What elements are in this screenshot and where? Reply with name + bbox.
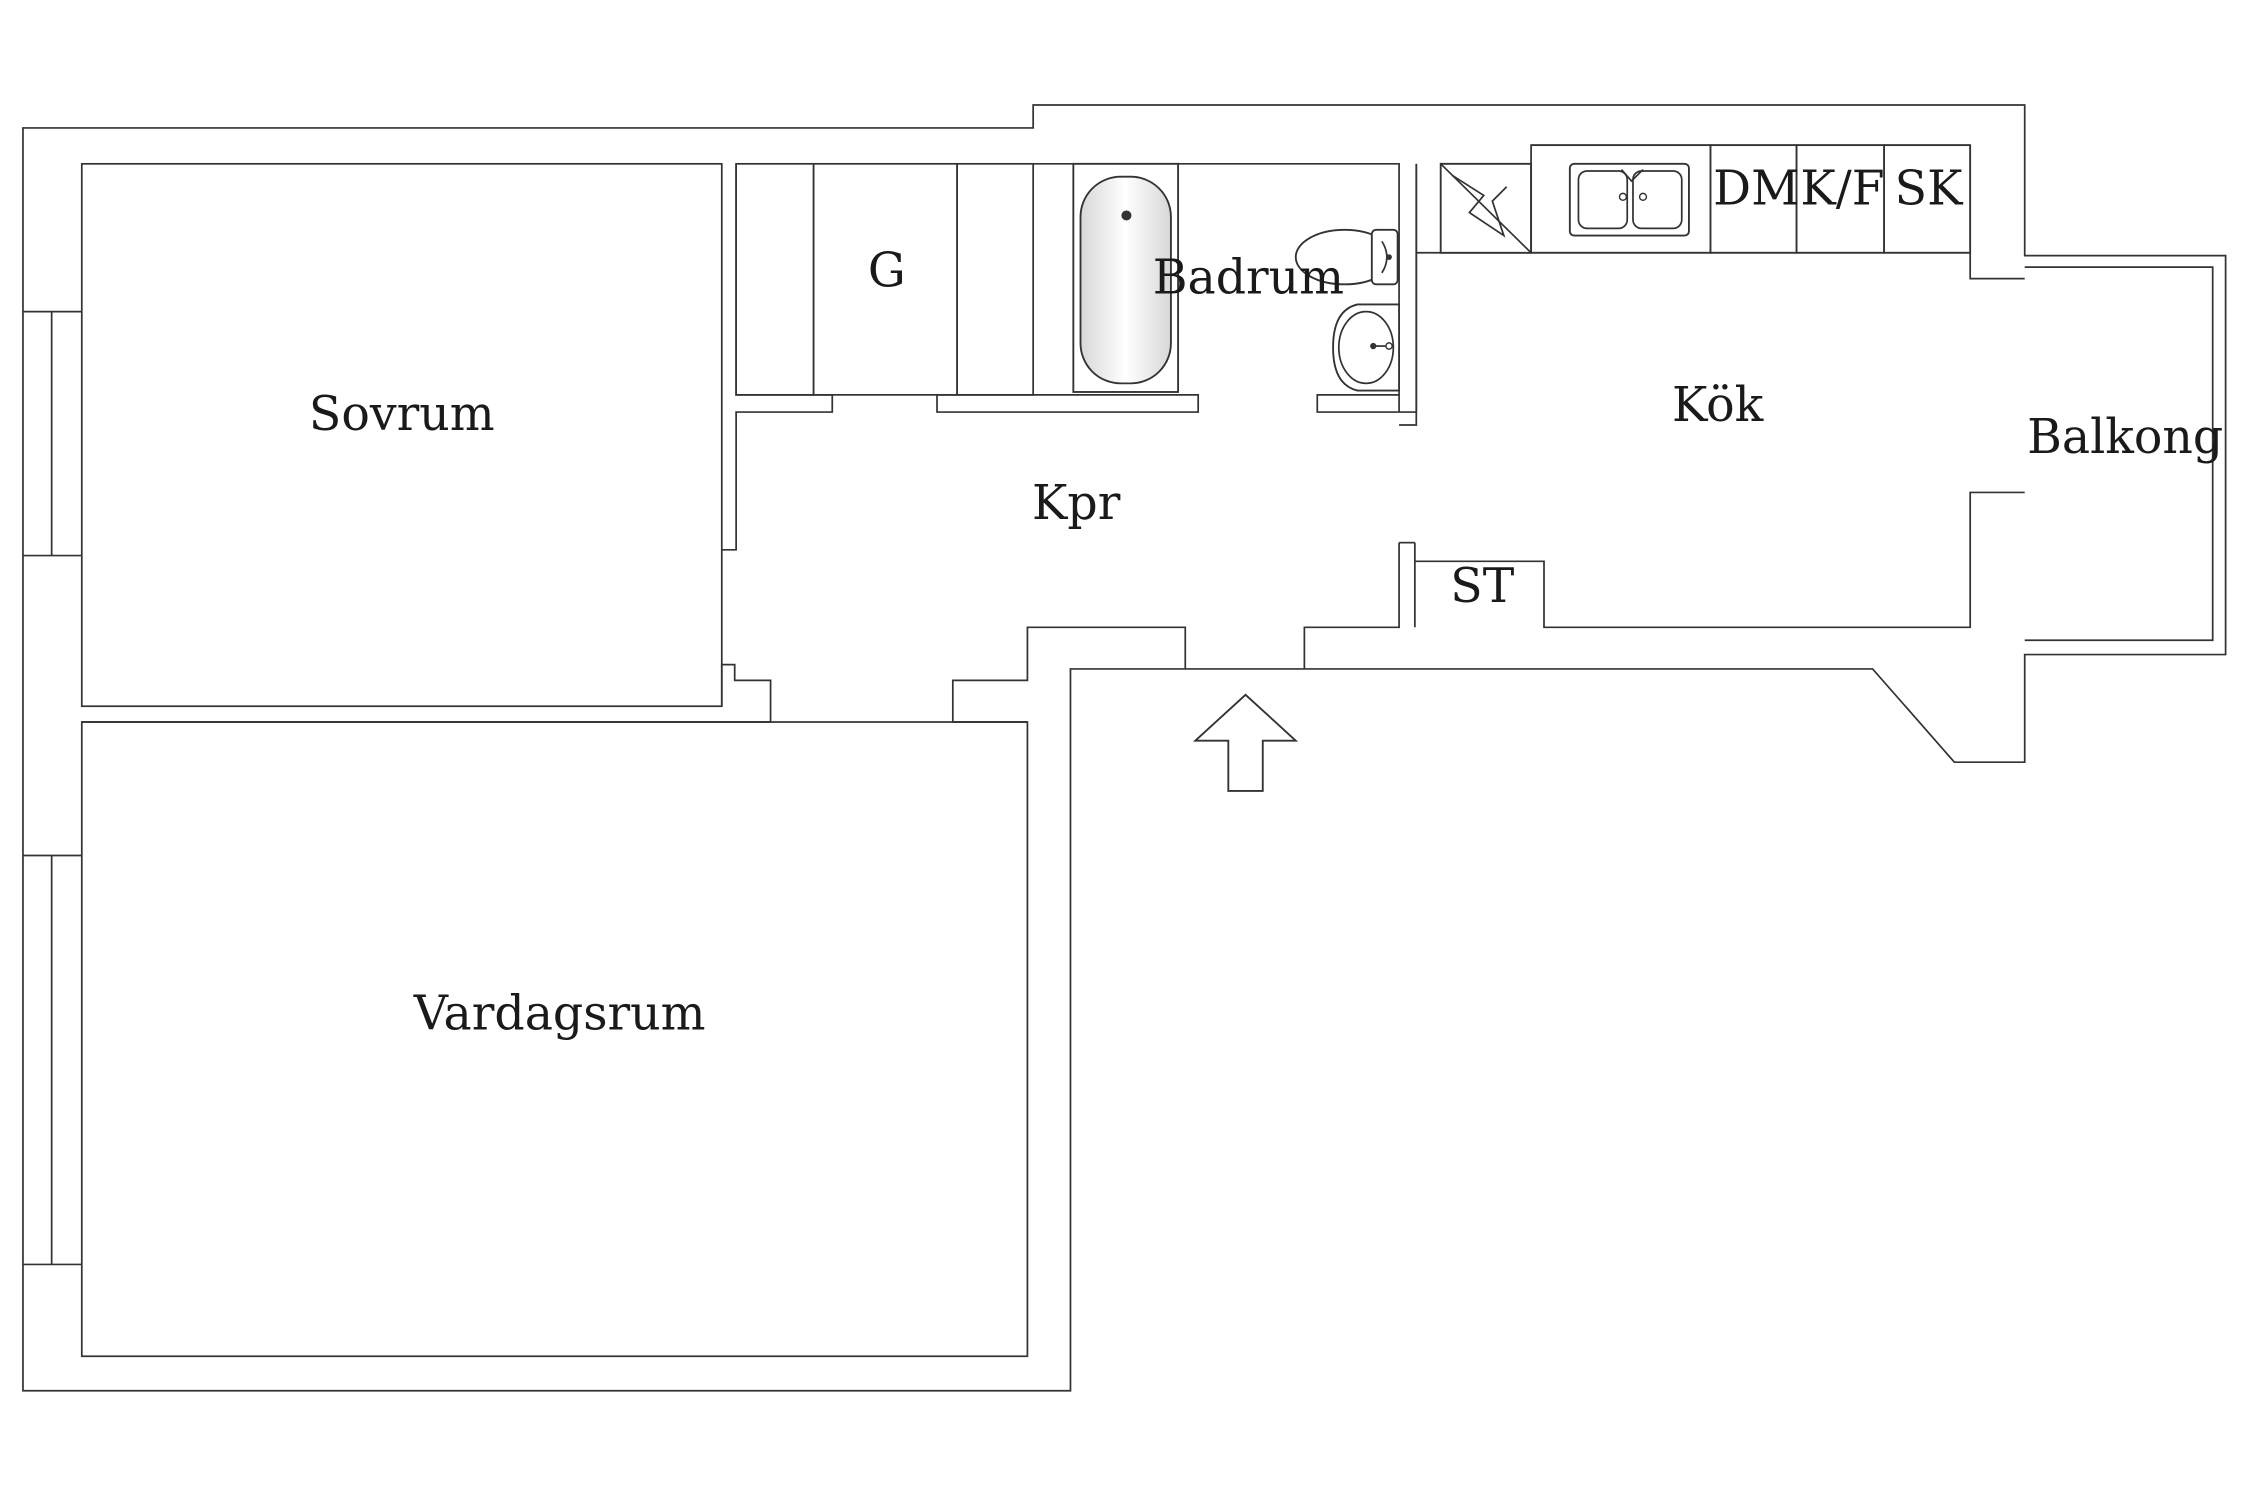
room-label-kok: Kök (1672, 378, 1765, 433)
bedroom-area (80, 162, 723, 708)
bedroom-lower-jamb (81, 663, 772, 723)
room-label-balkong: Balkong (2027, 410, 2223, 465)
room-label-vardagsrum: Vardagsrum (413, 987, 706, 1042)
room-label-st: ST (1450, 559, 1514, 614)
window-bedroom (22, 310, 82, 557)
room-label-garderob: G (868, 243, 906, 298)
balcony-rail (2024, 266, 2214, 642)
room-label-korridor: Kpr (1032, 476, 1121, 531)
kitchen-walls (1399, 144, 2025, 426)
living-room-area (80, 721, 1029, 1358)
bedroom-door-jamb (721, 163, 834, 551)
outer-wall (22, 104, 2227, 1392)
label-fridge-freezer: K/F (1800, 162, 1884, 217)
stove-icon (1439, 162, 1533, 254)
window-living-room (22, 854, 82, 1266)
kitchen-sink-icon (1530, 144, 1712, 254)
cabinet-box (1883, 144, 1972, 254)
room-label-sovrum: Sovrum (309, 387, 495, 442)
entrance-arrow-icon (1192, 693, 1299, 792)
label-dishwasher: DM (1713, 162, 1799, 217)
label-cabinet: SK (1895, 162, 1964, 217)
kitchen-lower-wall (1303, 491, 2025, 669)
bathtub-icon (1072, 162, 1180, 393)
living-room-door-jamb (951, 626, 1187, 723)
toilet-icon (1294, 228, 1399, 286)
wardrobe (735, 162, 1200, 413)
washbasin-icon (1332, 303, 1401, 392)
room-label-badrum: Badrum (1153, 250, 1344, 305)
